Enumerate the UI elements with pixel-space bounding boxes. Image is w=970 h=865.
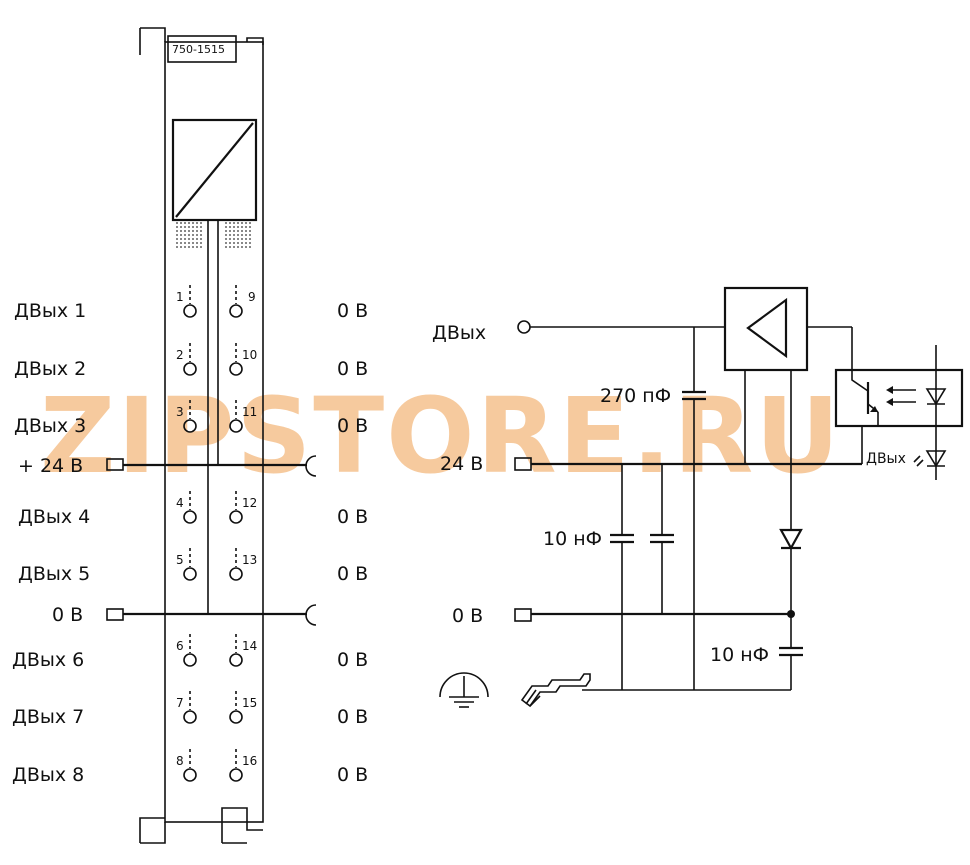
driver-block xyxy=(723,286,809,372)
din-rail-icon xyxy=(520,673,591,708)
capacitor-10nf-b-label: 10 нФ xyxy=(710,644,769,666)
output-label-1: ДВых 1 xyxy=(14,300,86,322)
protection-diode xyxy=(779,528,803,551)
converter-leads xyxy=(176,222,251,248)
supply-0v-terminal xyxy=(514,608,532,622)
output-label-4: ДВых 4 xyxy=(18,506,90,528)
terminals: 1 9 2 10 3 11 4 12 5 13 6 14 7 15 8 xyxy=(176,285,257,782)
label-plus-24v: + 24 В xyxy=(18,455,83,477)
status-led-optocoupler xyxy=(834,368,964,428)
connector-24v xyxy=(305,455,317,477)
pin-number: 1 xyxy=(176,290,184,304)
supply-24v-label: 24 В xyxy=(440,453,483,475)
output-label-8: ДВых 8 xyxy=(12,764,84,786)
converter-block xyxy=(171,118,258,222)
capacitor-270pf-label: 270 пФ xyxy=(600,385,671,407)
connector-0v xyxy=(305,604,317,626)
io-module: 750-1515 xyxy=(139,27,264,844)
pin-number: 7 xyxy=(176,696,184,710)
output-label-6: ДВых 6 xyxy=(12,649,84,671)
capacitor-10nf-a-label: 10 нФ xyxy=(543,528,602,550)
ground-icon xyxy=(439,672,489,708)
pin-number: 12 xyxy=(242,496,257,510)
watermark-text: ZIPSTORE.RU xyxy=(40,375,842,497)
output-signal-label: ДВых xyxy=(432,322,486,344)
pin-number: 14 xyxy=(242,639,257,653)
pin-number: 3 xyxy=(176,405,184,419)
bottom-right-cap xyxy=(221,807,263,843)
pin-number: 2 xyxy=(176,348,184,362)
module-body xyxy=(164,41,264,823)
zero-volt-label-6: 0 В xyxy=(337,649,368,671)
output-label-2: ДВых 2 xyxy=(14,358,86,380)
led-label: ДВых xyxy=(866,451,906,467)
model-label-box xyxy=(167,35,237,63)
zero-volt-label-4: 0 В xyxy=(337,506,368,528)
pin-number: 5 xyxy=(176,553,184,567)
pin-number: 10 xyxy=(242,348,257,362)
output-terminal xyxy=(517,320,531,334)
output-label-7: ДВых 7 xyxy=(12,706,84,728)
status-led-icon xyxy=(925,450,947,468)
output-label-3: ДВых 3 xyxy=(14,415,86,437)
pin-number: 9 xyxy=(248,290,256,304)
channel-labels: ДВых 1 ДВых 2 ДВых 3 ДВых 4 ДВых 5 ДВых … xyxy=(12,300,368,786)
zero-volt-label-3: 0 В xyxy=(337,415,368,437)
pin-number: 4 xyxy=(176,496,184,510)
pin-number: 13 xyxy=(242,553,257,567)
supply-rails: + 24 В 0 В xyxy=(18,455,317,626)
pin-number: 11 xyxy=(242,405,257,419)
zero-volt-label-1: 0 В xyxy=(337,300,368,322)
supply-0v-label: 0 В xyxy=(452,605,483,627)
zero-volt-label-5: 0 В xyxy=(337,563,368,585)
pin-number: 6 xyxy=(176,639,184,653)
zero-volt-label-2: 0 В xyxy=(337,358,368,380)
label-0v-left: 0 В xyxy=(52,604,83,626)
model-label: 750-1515 xyxy=(172,43,225,56)
driver-triangle xyxy=(746,297,788,359)
terminal-0v xyxy=(106,608,124,621)
watermark: ZIPSTORE.RU xyxy=(40,375,842,497)
top-left-cap xyxy=(139,27,166,55)
pin-number: 8 xyxy=(176,754,184,768)
pin-number: 15 xyxy=(242,696,257,710)
light-emission-icon xyxy=(913,455,924,467)
channel-schematic: ДВых 270 пФ 24 В 10 нФ xyxy=(432,286,964,708)
zero-volt-label-8: 0 В xyxy=(337,764,368,786)
pin-number: 16 xyxy=(242,754,257,768)
bottom-left-cap xyxy=(139,817,165,843)
output-label-5: ДВых 5 xyxy=(18,563,90,585)
led-icon xyxy=(925,388,947,406)
zero-volt-label-7: 0 В xyxy=(337,706,368,728)
